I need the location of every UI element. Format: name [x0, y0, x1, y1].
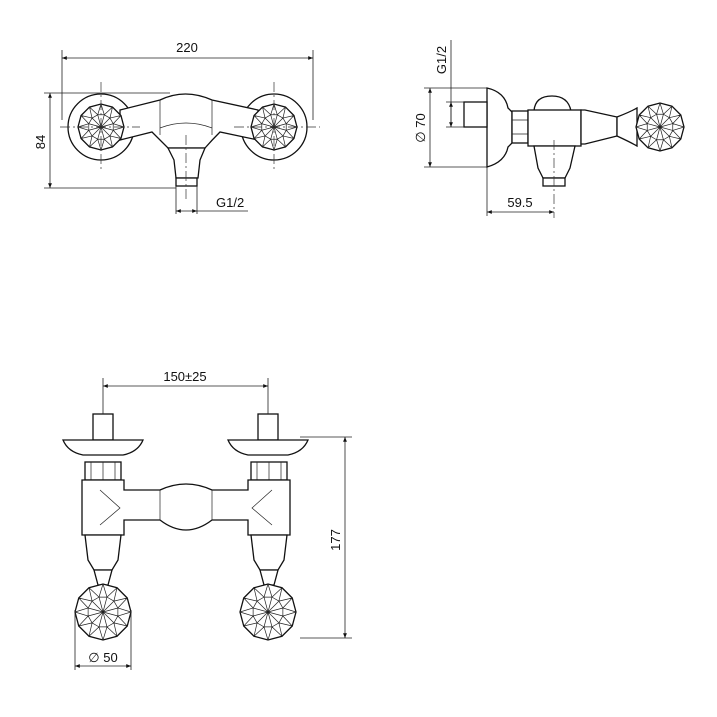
inlet-thread	[463, 101, 488, 128]
crystal-facets	[239, 583, 297, 641]
height-label: 177	[328, 529, 343, 551]
spacing-label: 150±25	[163, 369, 206, 384]
outlet-thread-label: G1/2	[216, 195, 244, 210]
crystal-facets	[74, 583, 132, 641]
plate-right	[227, 439, 309, 456]
bottom-view: 150±25 177 ∅ 50	[62, 369, 352, 670]
outlet-thread	[175, 177, 198, 187]
front-view: 220 84 G1/2	[33, 40, 320, 214]
outlet	[533, 145, 576, 179]
handle-collar	[580, 109, 618, 145]
crystal-knob-right	[239, 583, 297, 641]
inlet-right	[257, 413, 279, 441]
plate-left	[62, 439, 144, 456]
inlet-left	[92, 413, 114, 441]
height-label: 84	[33, 135, 48, 149]
crystal-facets	[635, 102, 685, 152]
extension-lines	[61, 50, 314, 120]
width-label: 220	[176, 40, 198, 55]
depth-label: 59.5	[507, 195, 532, 210]
spout	[166, 147, 206, 179]
top-dome	[533, 95, 572, 112]
side-view: G1/2 ∅ 70 59.5	[413, 40, 685, 218]
crystal-knob-side	[635, 102, 685, 152]
crystal-knob-left	[74, 583, 132, 641]
inlet-thread-label: G1/2	[434, 46, 449, 74]
plate-diameter-label: ∅ 70	[413, 113, 428, 142]
valve-body	[527, 109, 582, 147]
nut	[511, 110, 529, 144]
knob-diameter-label: ∅ 50	[88, 650, 117, 665]
wall-plate	[486, 87, 513, 168]
mixer-body	[81, 479, 291, 536]
mixer-body	[119, 93, 259, 149]
